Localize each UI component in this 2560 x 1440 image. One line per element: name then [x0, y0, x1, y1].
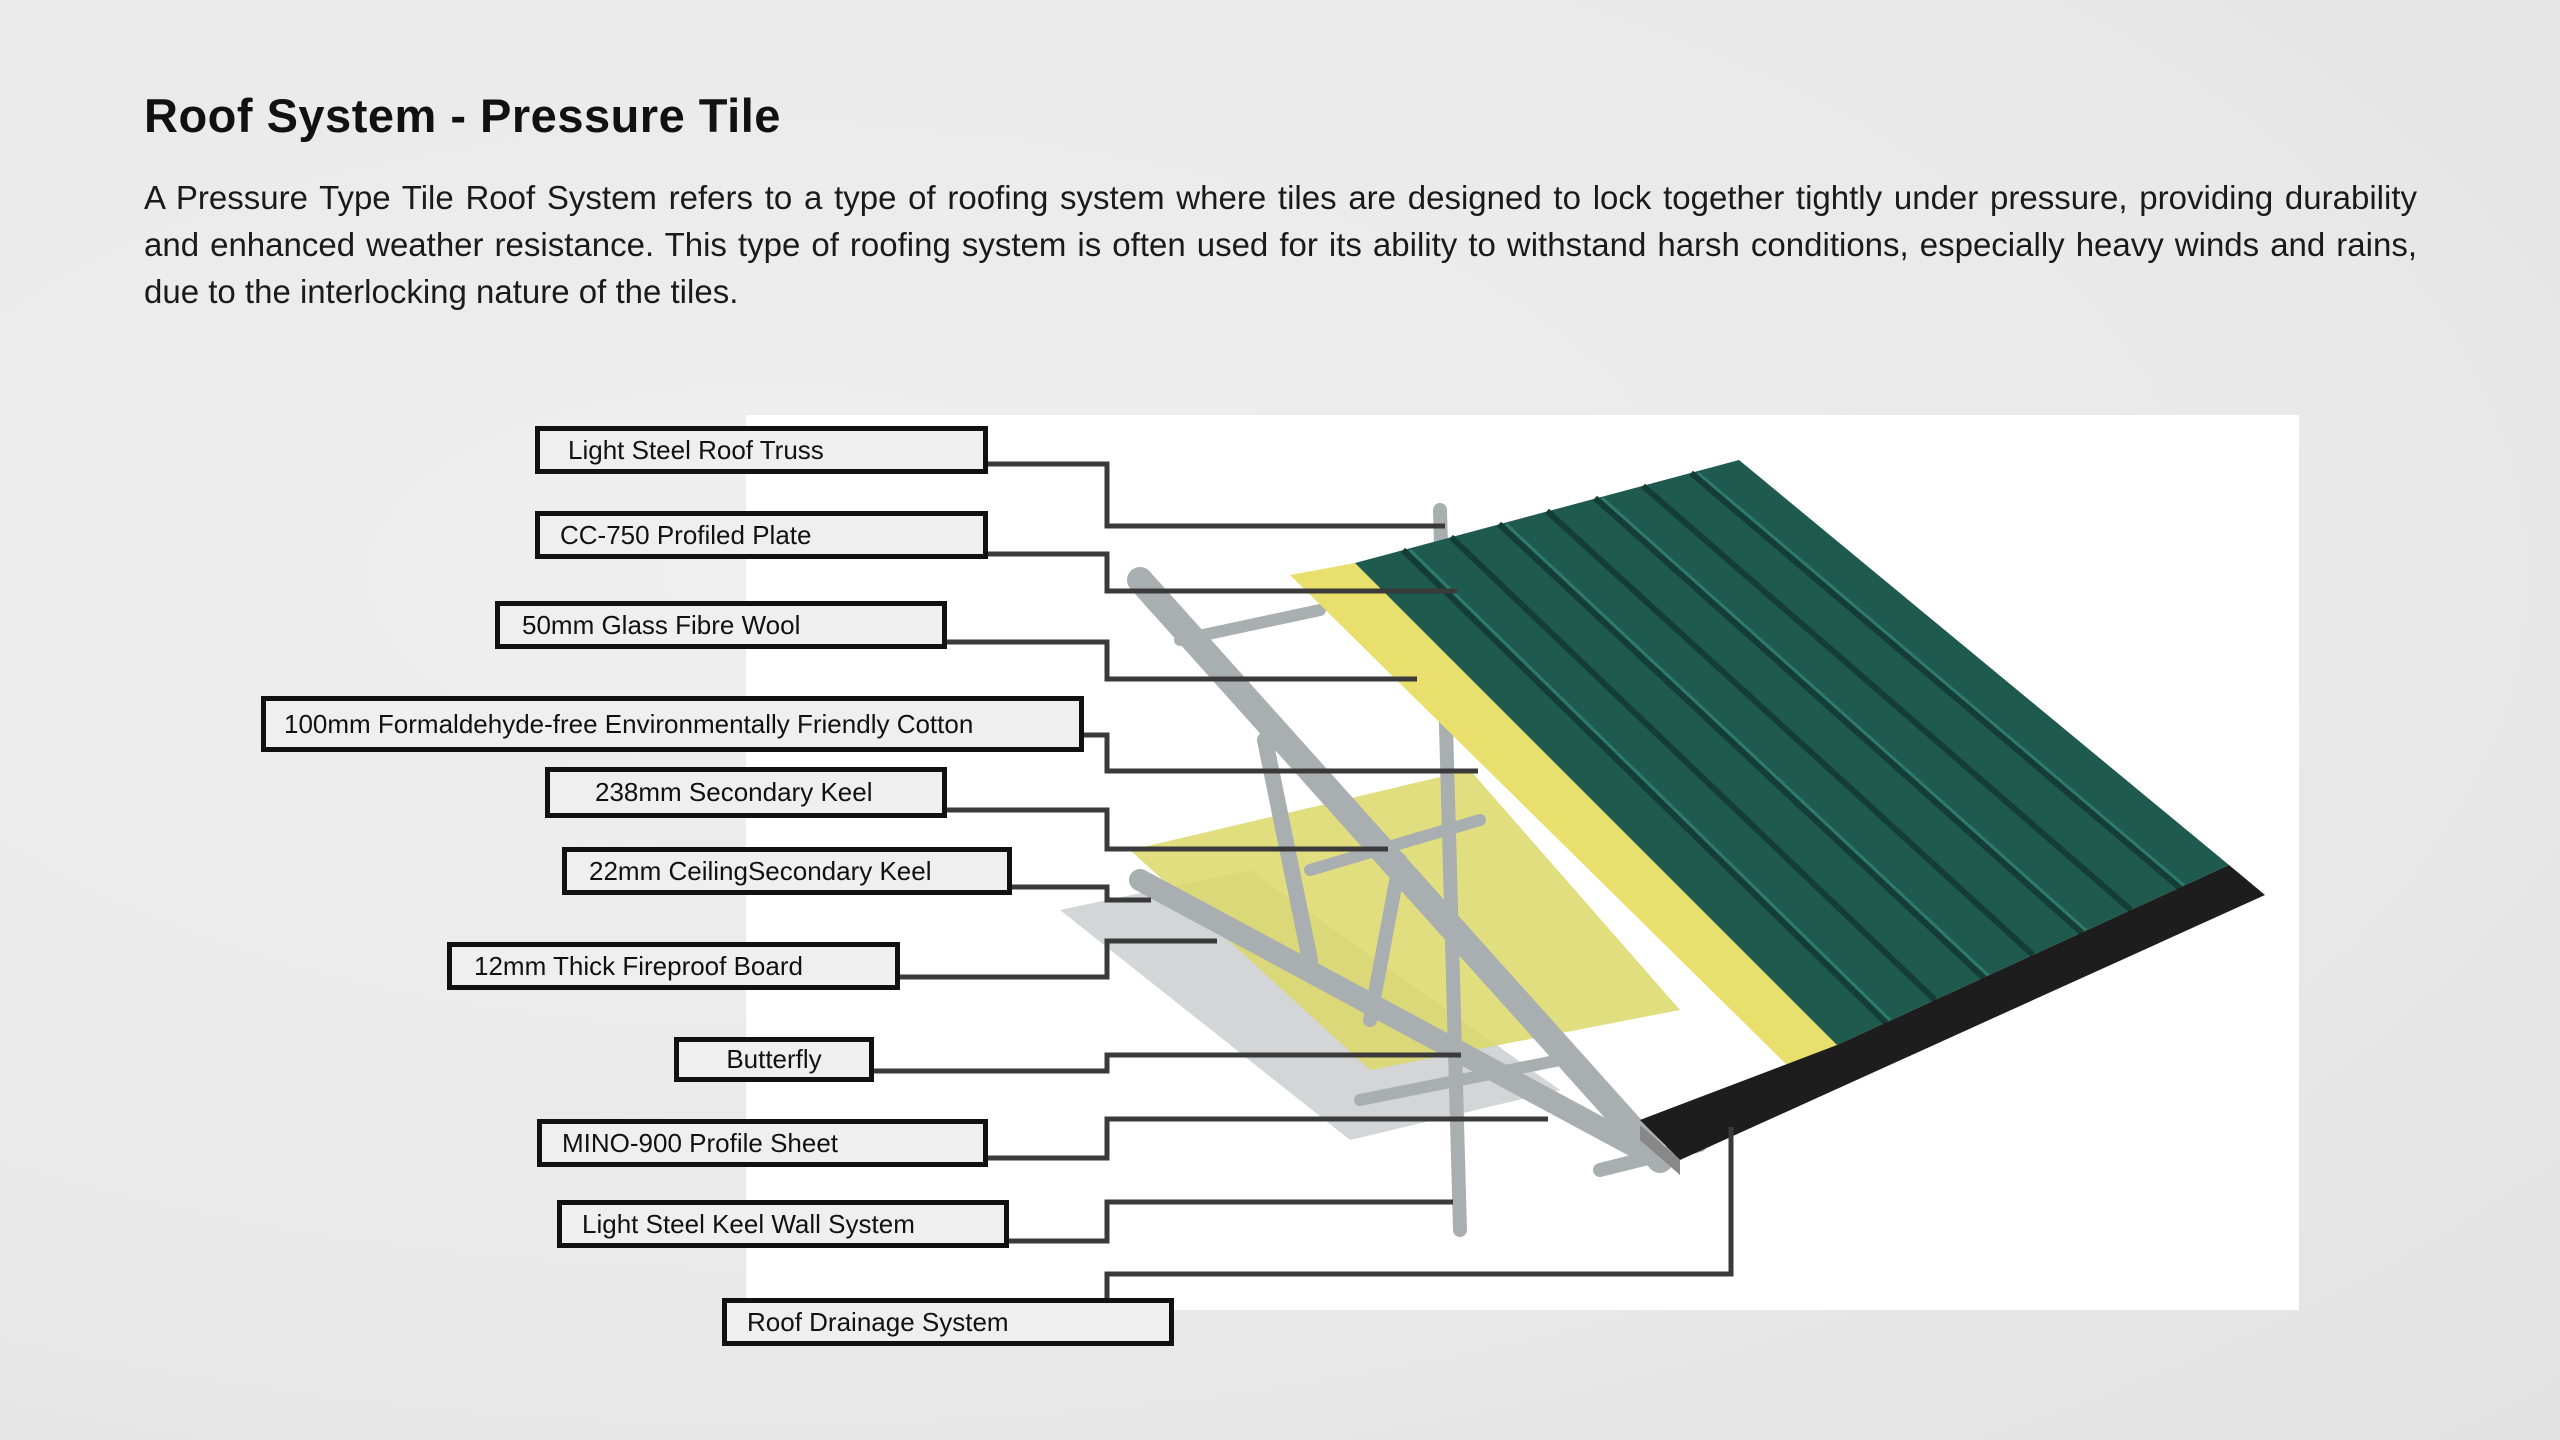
- label-butterfly: Butterfly: [674, 1037, 874, 1082]
- label-light-steel-roof-truss: Light Steel Roof Truss: [535, 426, 988, 474]
- roof-gutter: [1640, 865, 2265, 1160]
- label-glass-fibre-wool: 50mm Glass Fibre Wool: [495, 601, 947, 649]
- label-secondary-keel: 238mm Secondary Keel: [545, 767, 947, 818]
- rib-highlights: [1408, 471, 2188, 1025]
- label-ceiling-secondary-keel: 22mm CeilingSecondary Keel: [562, 847, 1012, 895]
- label-fireproof-board: 12mm Thick Fireproof Board: [447, 942, 900, 990]
- label-cc750-profiled-plate: CC-750 Profiled Plate: [535, 511, 988, 559]
- glass-wool: [1290, 563, 1837, 1068]
- roof-panel: [1355, 460, 2229, 1045]
- cotton-insulation: [1130, 770, 1680, 1070]
- leader-lines: [874, 461, 1734, 1298]
- label-keel-wall-system: Light Steel Keel Wall System: [557, 1200, 1009, 1248]
- panel-ribs: [1400, 470, 2182, 1026]
- gutter-face: [1640, 1125, 1680, 1175]
- label-cotton: 100mm Formaldehyde-free Environmentally …: [261, 696, 1084, 752]
- label-roof-drainage-system: Roof Drainage System: [722, 1298, 1174, 1346]
- label-mino900-profile-sheet: MINO-900 Profile Sheet: [537, 1119, 988, 1167]
- page-title: Roof System - Pressure Tile: [144, 89, 781, 142]
- description: A Pressure Type Tile Roof System refers …: [144, 179, 2417, 310]
